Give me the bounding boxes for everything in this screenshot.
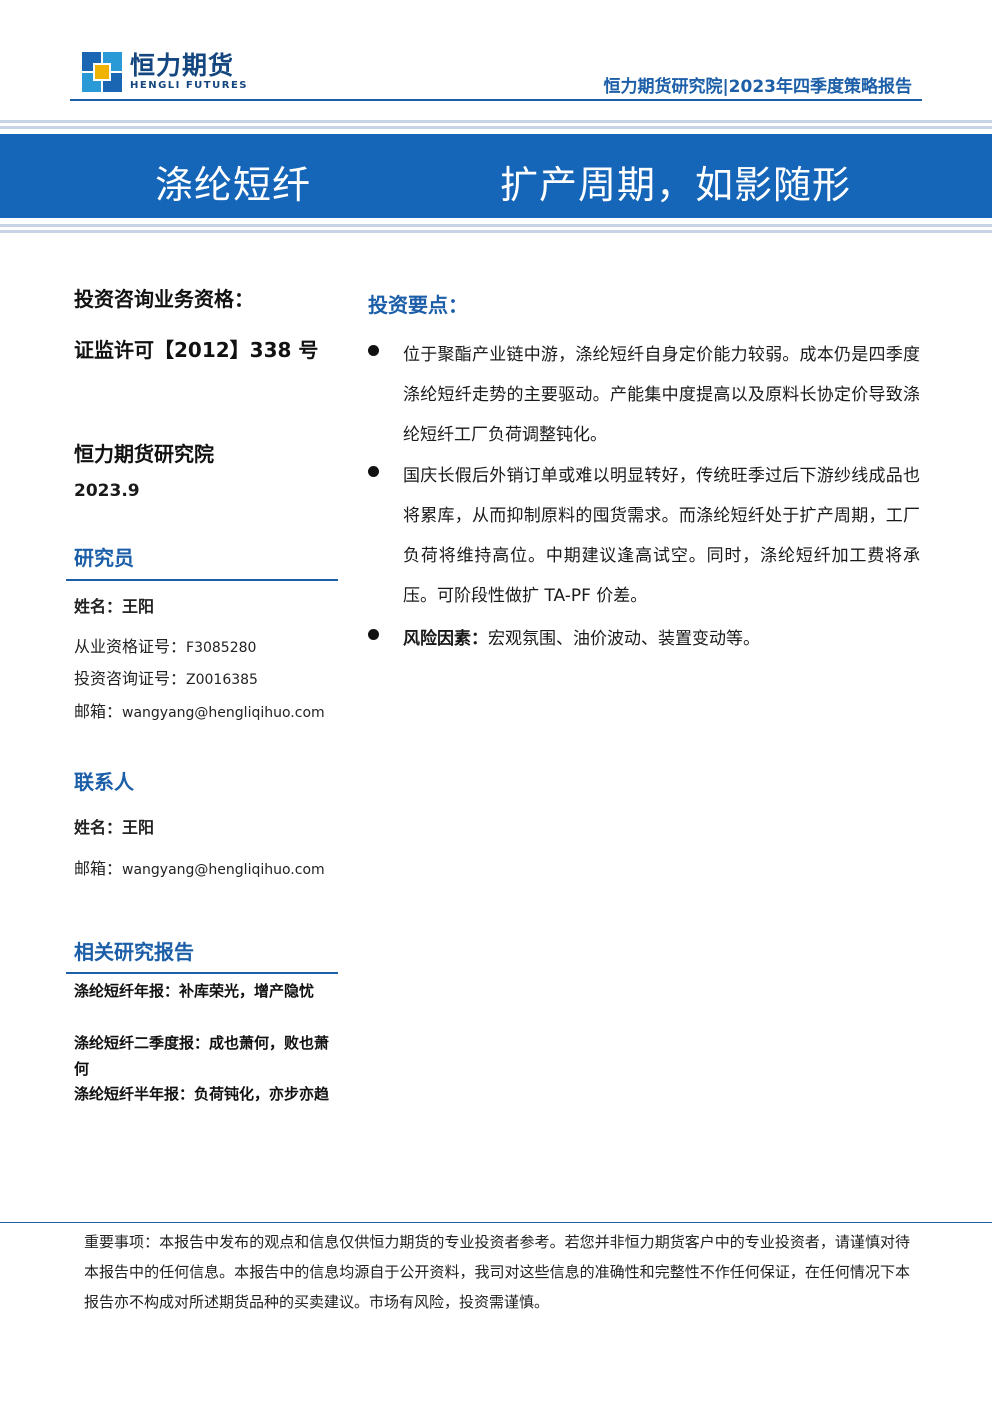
related-report-item[interactable]: 涤纶短纤半年报：负荷钝化，亦步亦趋 [74,1085,330,1103]
researcher-email-label: 邮箱： [74,702,123,721]
bullet-icon [368,629,379,640]
institute-name: 恒力期货研究院 [74,442,214,466]
related-reports-divider [66,972,338,974]
related-reports-heading: 相关研究报告 [74,940,194,964]
qualification-label: 投资咨询业务资格： [74,287,254,311]
risk-text-line: 风险因素：宏观氛围、油价波动、装置变动等。 [403,619,920,659]
report-tag: 恒力期货研究院|2023年四季度策略报告 [603,77,912,97]
researcher-cert: F3085280 [186,640,257,656]
risk-label: 风险因素： [403,629,488,649]
key-point-2: 国庆长假后外销订单或难以明显转好，传统旺季过后下游纱线成品也将累库，从而抑制原料… [368,456,928,616]
researcher-cert-row: 从业资格证号：F3085280 [74,633,256,657]
contact-name-row: 姓名：王阳 [74,814,154,838]
report-date: 2023.9 [74,481,140,501]
key-point-text: 位于聚酯产业链中游，涤纶短纤自身定价能力较弱。成本仍是四季度涤纶短纤走势的主要驱… [403,345,920,445]
researcher-consult: Z0016385 [186,672,258,688]
researcher-email-link[interactable]: wangyang@hengliqihuo.com [122,705,325,721]
risk-text: 宏观氛围、油价波动、装置变动等。 [488,629,760,649]
key-point-text: 国庆长假后外销订单或难以明显转好，传统旺季过后下游纱线成品也将累库，从而抑制原料… [403,466,920,606]
researcher-name-row: 姓名：王阳 [74,593,154,617]
contact-name: 王阳 [122,818,155,837]
researcher-consult-label: 投资咨询证号： [74,669,187,688]
header-divider [70,99,922,101]
logo-mark-icon [82,52,122,92]
license-number: 证监许可【2012】338 号 [74,338,319,362]
contact-heading: 联系人 [74,770,134,794]
key-point-1: 位于聚酯产业链中游，涤纶短纤自身定价能力较弱。成本仍是四季度涤纶短纤走势的主要驱… [368,335,928,455]
disclaimer: 重要事项：本报告中发布的观点和信息仅供恒力期货的专业投资者参考。若您并非恒力期货… [84,1233,910,1311]
related-report-item[interactable]: 涤纶短纤年报：补库荣光，增产隐忧 [74,982,315,1000]
researcher-name-label: 姓名： [74,597,123,616]
key-points-heading: 投资要点： [368,293,468,317]
researcher-name: 王阳 [122,597,155,616]
banner-stripe-bottom-2 [0,230,992,233]
banner-product: 涤纶短纤 [155,163,312,207]
contact-name-label: 姓名： [74,818,123,837]
company-logo: 恒力期货 HENGLI FUTURES [82,52,248,92]
researcher-consult-row: 投资咨询证号：Z0016385 [74,665,258,689]
researcher-divider [66,579,338,581]
title-banner [0,134,992,218]
logo-english-name: HENGLI FUTURES [130,80,248,91]
banner-stripe-bottom-1 [0,224,992,227]
researcher-cert-label: 从业资格证号： [74,637,187,656]
banner-stripe-top-2 [0,126,992,129]
banner-stripe-top-1 [0,120,992,123]
banner-headline: 扩产周期，如影随形 [500,163,852,207]
footer-divider [0,1222,992,1223]
contact-email-row: 邮箱：wangyang@hengliqihuo.com [74,855,325,879]
researcher-heading: 研究员 [74,546,134,570]
bullet-icon [368,466,379,477]
contact-email-label: 邮箱： [74,859,123,878]
risk-factors: 风险因素：宏观氛围、油价波动、装置变动等。 [368,619,928,659]
logo-chinese-name: 恒力期货 [130,51,235,80]
bullet-icon [368,345,379,356]
contact-email-link[interactable]: wangyang@hengliqihuo.com [122,862,325,878]
researcher-email-row: 邮箱：wangyang@hengliqihuo.com [74,698,325,722]
related-report-item[interactable]: 涤纶短纤二季度报：成也萧何，败也萧何 [74,1034,330,1078]
